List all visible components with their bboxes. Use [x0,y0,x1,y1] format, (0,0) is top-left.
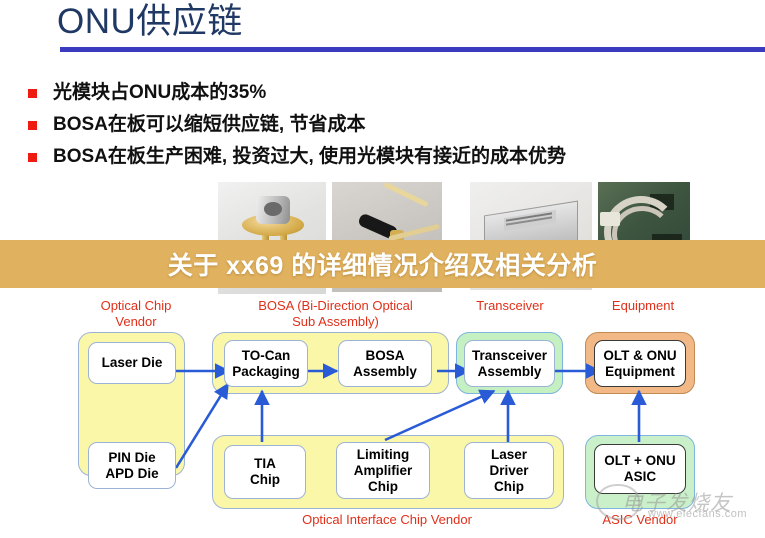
node-label-line1: Transceiver [471,347,548,363]
node-label-line2: Chip [250,472,280,487]
node-label-line2: Equipment [605,363,675,379]
bullet-text: BOSA在板生产困难, 投资过大, 使用光模块有接近的成本优势 [53,146,567,167]
square-bullet-icon [28,89,37,98]
node-transceiver-assembly[interactable]: Transceiver Assembly [464,340,555,387]
to-can-window-shape [264,202,282,216]
node-label-line1: Laser Die [101,355,163,370]
category-label-line1: Equipment [611,298,675,313]
node-label-line2: Assembly [477,363,542,379]
square-bullet-icon [28,121,37,130]
category-label-optical-chip-vendor: Optical Chip Vendor [76,298,196,330]
category-label-bosa: BOSA (Bi-Direction Optical Sub Assembly) [233,298,438,330]
page-title: ONU供应链 [57,2,243,41]
node-label-line1: OLT & ONU [603,347,677,363]
title-underline-rule [60,47,765,52]
node-tia-chip[interactable]: TIA Chip [224,445,306,499]
node-laser-driver-chip[interactable]: Laser Driver Chip [464,442,554,499]
category-label-line2: Vendor [115,314,157,329]
node-label-line2: Amplifier [353,462,413,478]
overlay-banner-text: 关于 xx69 的详细情况介绍及相关分析 [167,252,598,280]
page-title-block: ONU供应链 [57,2,765,58]
node-label-line2: Driver [489,462,529,478]
diagram-arrows [172,363,647,469]
bottom-label-optical-interface-chip-vendor: Optical Interface Chip Vendor [302,512,472,527]
node-label-line1: PIN Die [108,449,156,465]
list-item: BOSA在板可以缩短供应链, 节省成本 [28,112,758,138]
node-label-line1: Limiting [356,446,410,462]
list-item: 光模块占ONU成本的35% [28,80,758,106]
node-label-line2: ASIC [623,469,657,484]
node-label-line2: Assembly [353,363,417,379]
node-label-line3: Chip [494,478,524,494]
bullet-list: 光模块占ONU成本的35% BOSA在板可以缩短供应链, 节省成本 BOSA在板… [28,80,758,176]
supply-chain-diagram: Optical Chip Vendor BOSA (Bi-Direction O… [0,290,765,538]
cable-connector-shape [600,212,620,226]
node-label-line1: OLT + ONU [604,453,676,468]
bullet-text: 光模块占ONU成本的35% [53,82,267,103]
node-to-can-packaging[interactable]: TO-Can Packaging [224,340,308,387]
category-label-line1: BOSA (Bi-Direction Optical [258,298,413,313]
node-olt-onu-equipment[interactable]: OLT & ONU Equipment [594,340,686,387]
category-label-line1: Optical Chip [100,298,172,313]
node-laser-die[interactable]: Laser Die [88,342,176,384]
node-pin-die-apd-die[interactable]: PIN Die APD Die [88,442,176,489]
category-label-transceiver: Transceiver [455,298,565,314]
list-item: BOSA在板生产困难, 投资过大, 使用光模块有接近的成本优势 [28,144,758,170]
node-label-line1: Laser [490,446,528,462]
node-label-line2: Packaging [232,363,300,379]
node-bosa-assembly[interactable]: BOSA Assembly [338,340,432,387]
node-label-line1: TIA [254,456,276,471]
category-label-line1: Transceiver [476,298,544,313]
overlay-banner: 关于 xx69 的详细情况介绍及相关分析 [0,240,765,288]
category-label-line2: Sub Assembly) [292,314,379,329]
node-label-line2: APD Die [105,465,159,481]
node-label-line1: TO-Can [241,347,291,363]
category-label-equipment: Equipment [588,298,698,314]
fiber-shape [383,182,429,208]
node-label-line3: Chip [367,478,398,494]
square-bullet-icon [28,153,37,162]
node-label-line1: BOSA [365,347,405,363]
bullet-text: BOSA在板可以缩短供应链, 节省成本 [53,114,366,135]
watermark-logo-icon [596,484,640,520]
node-limiting-amplifier-chip[interactable]: Limiting Amplifier Chip [336,442,430,499]
